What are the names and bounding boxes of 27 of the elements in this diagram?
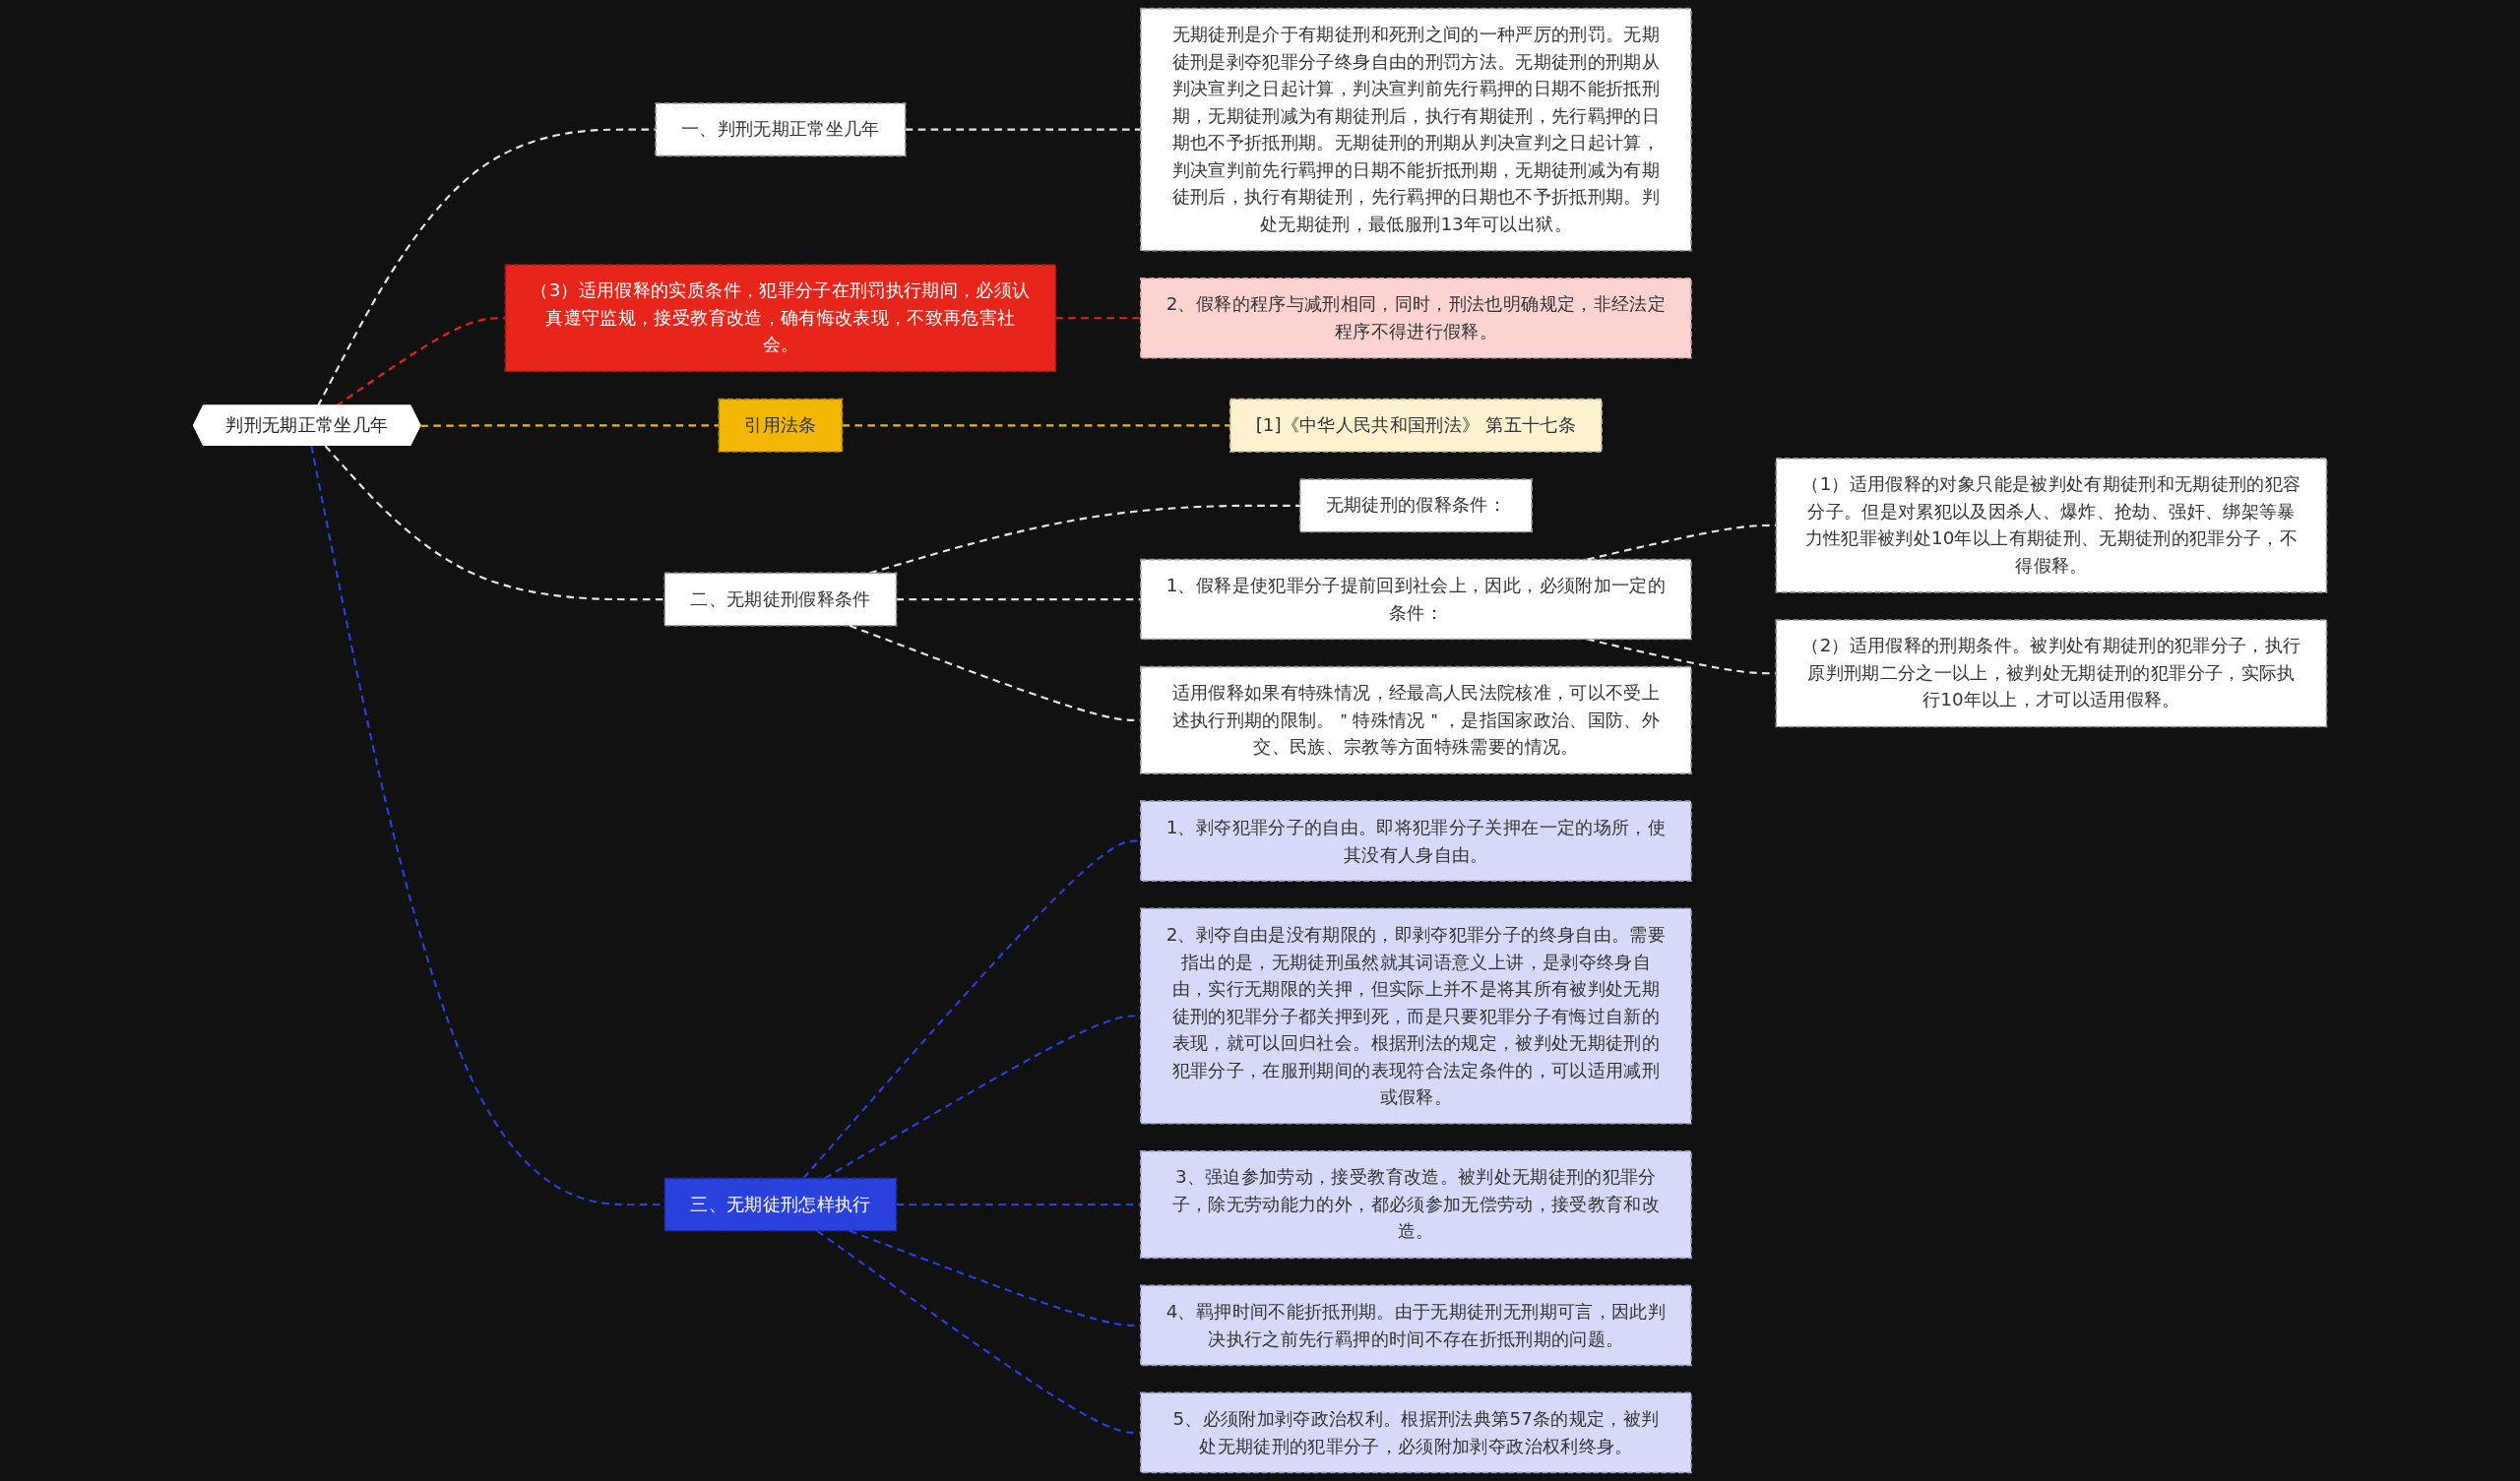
node-box: 2、剥夺自由是没有期限的，即剥夺犯罪分子的终身自由。需要指出的是，无期徒刑虽然就其词语意义上讲，是剥夺终身自由，实行无期限的关押，但实际上并不是将其所有被判处无期徒刑的犯罪分子都关押到死，而是只要犯罪分子有悔过自新的表现，就可以回归社会。根据刑法的规定，被判处无期徒刑的犯罪分子，在服刑期间的表现符合法定条件的，可以适用减刑或假释。 bbox=[1140, 907, 1692, 1125]
node-box: 三、无期徒刑怎样执行 bbox=[663, 1177, 898, 1232]
node-box: 5、必须附加剥夺政治权利。根据刑法典第57条的规定，被判处无期徒刑的犯罪分子，必须附加剥夺政治权利终身。 bbox=[1140, 1391, 1692, 1474]
connector bbox=[1055, 317, 1141, 320]
connector bbox=[324, 445, 665, 601]
connector bbox=[310, 445, 665, 1206]
node-box: 一、判刑无期正常坐几年 bbox=[655, 102, 907, 157]
node-box: 1、假释是使犯罪分子提前回到社会上，因此，必须附加一定的条件： bbox=[1140, 558, 1692, 641]
node-box: [1]《中华人民共和国刑法》 第五十七条 bbox=[1228, 398, 1603, 453]
node-box: 无期徒刑的假释条件： bbox=[1298, 478, 1533, 533]
connector bbox=[905, 128, 1141, 131]
node-box: 无期徒刑是介于有期徒刑和死刑之间的一种严厉的刑罚。无期徒刑是剥夺犯罪分子终身自由的刑罚方法。无期徒刑的刑期从判决宣判之日起计算，判决宣判前先行羁押的日期不能折抵刑期，无期徒刑减为有期徒刑后，执行有期徒刑，先行羁押的日期也不予折抵刑期。无期徒刑的刑期从判决宣判之日起计算，判决宣判前先行羁押的日期不能折抵刑期，无期徒刑减为有期徒刑后，执行有期徒刑，先行羁押的日期也不予折抵刑期。判处无期徒刑，最低服刑13年可以出狱。 bbox=[1140, 7, 1692, 252]
node-box: 二、无期徒刑假释条件 bbox=[663, 572, 898, 627]
node-box: （1）适用假释的对象只能是被判处有期徒刑和无期徒刑的犯容分子。但是对累犯以及因杀人、爆炸、抢劫、强奸、绑架等暴力性犯罪被判处10年以上有期徒刑、无期徒刑的犯罪分子，不得假释。 bbox=[1775, 458, 2328, 593]
connector bbox=[336, 317, 506, 407]
node-box: 适用假释如果有特殊情况，经最高人民法院核准，可以不受上述执行刑期的限制。＂特殊情况＂，是指国家政治、国防、外交、民族、宗教等方面特殊需要的情况。 bbox=[1140, 665, 1692, 774]
node-box: 4、羁押时间不能折抵刑期。由于无期徒刑无刑期可言，因此判决执行之前先行羁押的时间不存在折抵刑期的问题。 bbox=[1140, 1284, 1692, 1367]
connector bbox=[842, 424, 1230, 427]
connector bbox=[869, 504, 1300, 575]
node-box: 引用法条 bbox=[718, 398, 844, 453]
node-box: 2、假释的程序与减刑相同，同时，刑法也明确规定，非经法定程序不得进行假释。 bbox=[1140, 278, 1692, 359]
node-box: 3、强迫参加劳动，接受教育改造。被判处无期徒刑的犯罪分子，除无劳动能力的外，都必须参加无偿劳动，接受教育和改造。 bbox=[1140, 1150, 1692, 1260]
node-box: （2）适用假释的刑期条件。被判处有期徒刑的犯罪分子，执行原判刑期二分之一以上，被判处无期徒刑的犯罪分子，实际执行10年以上，才可以适用假释。 bbox=[1775, 619, 2328, 728]
connector bbox=[802, 839, 1141, 1180]
node-box: （3）适用假释的实质条件，犯罪分子在刑罚执行期间，必须认真遵守监规，接受教育改造，确有悔改表现，不致再危害社会。 bbox=[504, 264, 1057, 373]
node-box: 1、剥夺犯罪分子的自由。即将犯罪分子关押在一定的场所，使其没有人身自由。 bbox=[1140, 800, 1692, 882]
connector bbox=[420, 424, 720, 427]
